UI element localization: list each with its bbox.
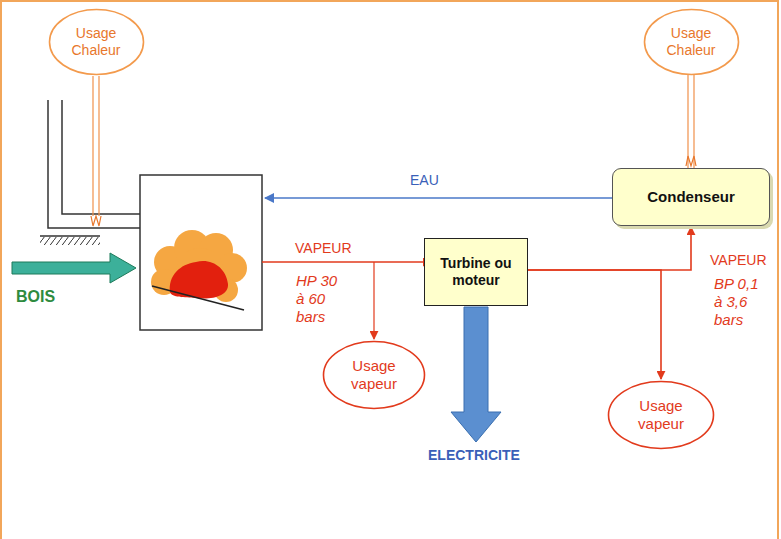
turbine-box: Turbine ou moteur [424,238,528,306]
water-line [265,197,612,199]
node-text: Usage Chaleur [661,25,721,59]
hp-steam-branch [373,262,374,339]
hp-steam-line [262,261,431,263]
ground-hatch [40,237,100,245]
node-text: Condenseur [647,188,735,206]
pressure-label: HP 30 à 60 bars [296,272,342,326]
steam-use-ellipse: Usage vapeur [607,380,715,450]
steam-use-ellipse: Usage vapeur [322,340,426,410]
heat-pipe-connector [686,75,696,168]
steam-connector [528,270,661,379]
boiler [140,175,262,330]
heat-use-ellipse: Usage Chaleur [643,8,740,76]
condenser-box: Condenseur [612,168,770,226]
ground-line [40,235,100,237]
node-text: Usage vapeur [629,397,693,433]
heat-use-ellipse: Usage Chaleur [48,8,145,76]
electricity-arrow [451,307,501,442]
input-label: BOIS [16,287,55,306]
fire [151,230,247,310]
output-label: ELECTRICITE [428,447,520,464]
flow-label: VAPEUR [295,240,352,257]
heat-pipes [91,76,101,226]
chimney [48,100,140,228]
node-text: Usage vapeur [342,357,406,393]
node-text: Turbine ou moteur [425,255,527,289]
node-text: Usage Chaleur [66,25,126,59]
wood-arrow [12,253,136,283]
flow-label: EAU [410,172,439,189]
steam-connector [528,227,691,270]
pressure-label: BP 0,1 à 3,6 bars [714,275,760,329]
flow-label: VAPEUR [710,252,767,269]
